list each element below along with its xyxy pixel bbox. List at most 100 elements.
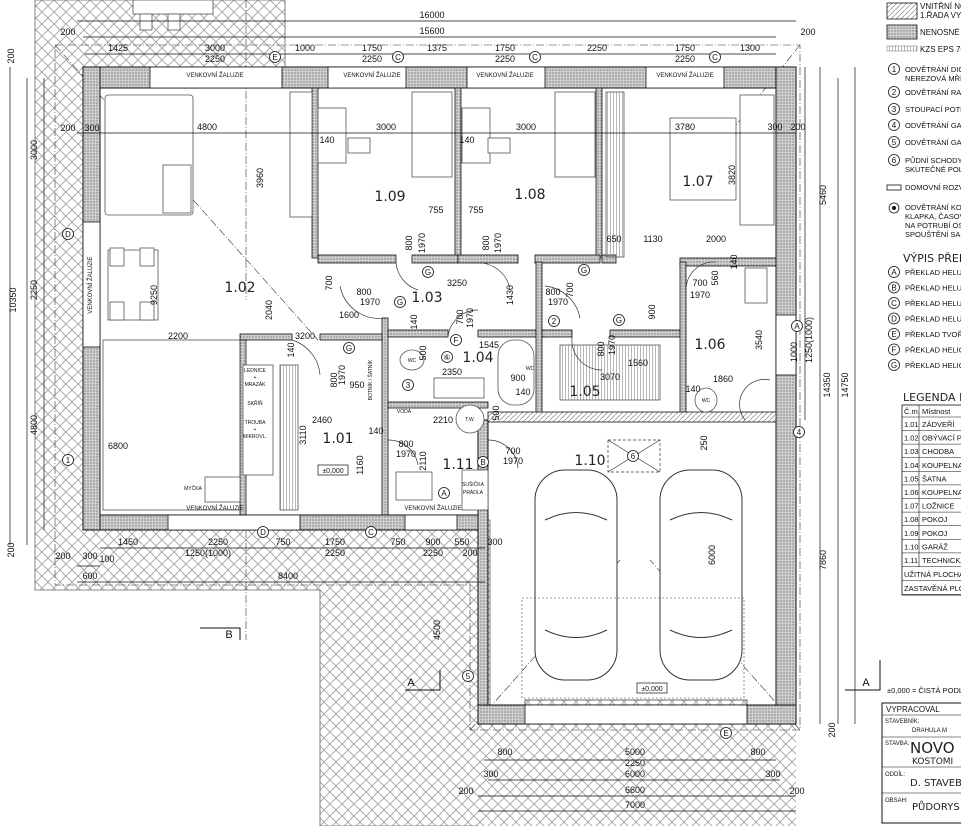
dimension-label: 300 [84, 123, 99, 133]
legend-note-text: PŮDNÍ SCHODY (NA [905, 156, 961, 165]
lintel-mark: F [892, 346, 897, 355]
table-cell-room: CHODBA [922, 447, 954, 456]
dimension-label: 1750 [325, 537, 345, 547]
marker-label: E [723, 729, 728, 738]
legend-swatch-partition [886, 24, 918, 40]
marker-circle [548, 315, 560, 327]
marker-circle [613, 314, 625, 326]
dimension-label: 2250 [208, 537, 228, 547]
dimension-label: 800 [545, 287, 560, 297]
terrace-table [132, 0, 214, 31]
marker-circle [392, 51, 404, 63]
dimension-label: 2350 [442, 367, 462, 377]
dimension-label: 900 [510, 373, 525, 383]
level-box [636, 682, 668, 694]
dimension-label: 6000 [625, 769, 645, 779]
dimension-label: 1970 [493, 233, 503, 253]
lintel-mark: D [891, 315, 897, 324]
drawing-notes: VENKOVNÍ ŽALUZIE VENKOVNÍ ŽALUZIE VENKOVNÍ… [86, 71, 714, 694]
lintel-mark: G [891, 361, 897, 370]
drawing-note: + [254, 427, 257, 433]
section-mark-label: A [862, 677, 870, 689]
dimension-label: 200 [827, 722, 837, 737]
dimension-label: 7000 [625, 800, 645, 810]
marker-label: D [65, 230, 71, 239]
dimension-label: 2250 [587, 43, 607, 53]
legend-note-circle [888, 86, 900, 98]
legend-panel: VNITŘNÍ NOSNÁ 1.ŘADA VYSYP NENOSNÉ PŘÍ K… [886, 2, 961, 371]
dimension-label: 16000 [419, 10, 444, 20]
lintel-circle [888, 281, 900, 294]
dimension-label: 140 [515, 387, 530, 397]
dimension-label: 140 [286, 342, 296, 357]
dimension-label: 900 [647, 304, 657, 319]
switchboard-icon [886, 184, 902, 191]
legend-note-circle [888, 63, 900, 75]
marker-label: B [480, 458, 485, 467]
dimension-label: 2250 [495, 54, 515, 64]
marker-circle [269, 51, 281, 63]
dimension-label: 1130 [643, 234, 662, 244]
lintel-text: PŘEKLAD HELU [905, 284, 961, 293]
drawing-note: VENKOVNÍ ŽALUZIE [656, 71, 713, 79]
section-label: ODDÍL: [885, 771, 905, 778]
room-number-1.11: 1.11 [442, 457, 473, 473]
drawing-note: SUŠIČKA [462, 481, 485, 488]
table-cell-room: TECHNICKÁ M [922, 556, 961, 565]
dimension-label: 1970 [396, 449, 416, 459]
room-table: LEGENDA M Č.m.Místnost1.01ZÁDVEŘÍ1.02OBÝ… [901, 391, 961, 596]
dimension-label: 500 [491, 405, 501, 420]
legend-note-text: KLAPKA, ČASOVÝ DO [905, 212, 961, 221]
dimension-label: 755 [468, 205, 483, 215]
dimension-label: 1750 [675, 43, 695, 53]
table-cell-room: GARÁŽ [922, 542, 948, 551]
dimension-label: 1750 [495, 43, 515, 53]
dimension-label: 1970 [417, 233, 427, 253]
dimension-label: 200 [789, 786, 804, 796]
room-number-1.07: 1.07 [682, 174, 713, 190]
marker-circle [394, 296, 406, 308]
building-name: NOVO [910, 739, 955, 757]
marker-circle [578, 264, 590, 276]
dimension-label: 560 [710, 270, 720, 285]
legend-note-text: STOUPACÍ POTRUBÍ [905, 105, 961, 114]
room-number-1.10: 1.10 [574, 453, 605, 469]
room-number-1.06: 1.06 [694, 337, 725, 353]
drawing-note: VENKOVNÍ ŽALUZIE [86, 256, 94, 313]
dimension-label: 300 [483, 769, 498, 779]
marker-label: 3 [406, 381, 411, 390]
dimension-label: 1970 [465, 308, 475, 328]
marker-label: G [581, 266, 587, 275]
dimension-label: 750 [275, 537, 290, 547]
section-line-symbols [200, 627, 881, 691]
room-number-1.05: 1.05 [569, 384, 600, 400]
dimension-label: 1000 [789, 342, 799, 362]
table-cell-number: 1.11 [904, 556, 918, 565]
dimension-label: 1250(1000) [185, 548, 231, 558]
dimension-label: 1160 [355, 455, 365, 474]
lintel-text: PŘEKLAD HELIO [905, 361, 961, 370]
marker-circle [627, 450, 639, 462]
dimension-label: 700 [505, 446, 520, 456]
room-number-1.02: 1.02 [224, 280, 255, 296]
legend-note-circle [888, 136, 900, 148]
legend-swatch-eps [886, 45, 918, 52]
dimension-label: 140 [459, 135, 474, 145]
dimension-label: 800 [356, 287, 371, 297]
content-name: PŮDORYS [912, 800, 960, 813]
dimension-label: 2250 [205, 54, 225, 64]
dimension-label: 300 [765, 769, 780, 779]
dimension-label: 140 [685, 384, 700, 394]
drawing-note: WC [408, 358, 417, 364]
drawing-note: VENKOVNÍ ŽALUZIE [476, 71, 533, 79]
table-footer: UŽITNÁ PLOCHA [904, 570, 961, 579]
dimension-label: 200 [55, 551, 70, 561]
dimension-label: 1970 [503, 456, 523, 466]
lintel-text: PŘEKLAD HELU [905, 268, 961, 277]
drawing-note: BOTNÍK / ŠATNÍK [367, 359, 374, 400]
room-number-1.04: 1.04 [462, 350, 493, 366]
drawing-note: + [254, 375, 257, 381]
drawing-note: VODA [397, 409, 412, 415]
legend-note-number: 3 [892, 105, 897, 114]
